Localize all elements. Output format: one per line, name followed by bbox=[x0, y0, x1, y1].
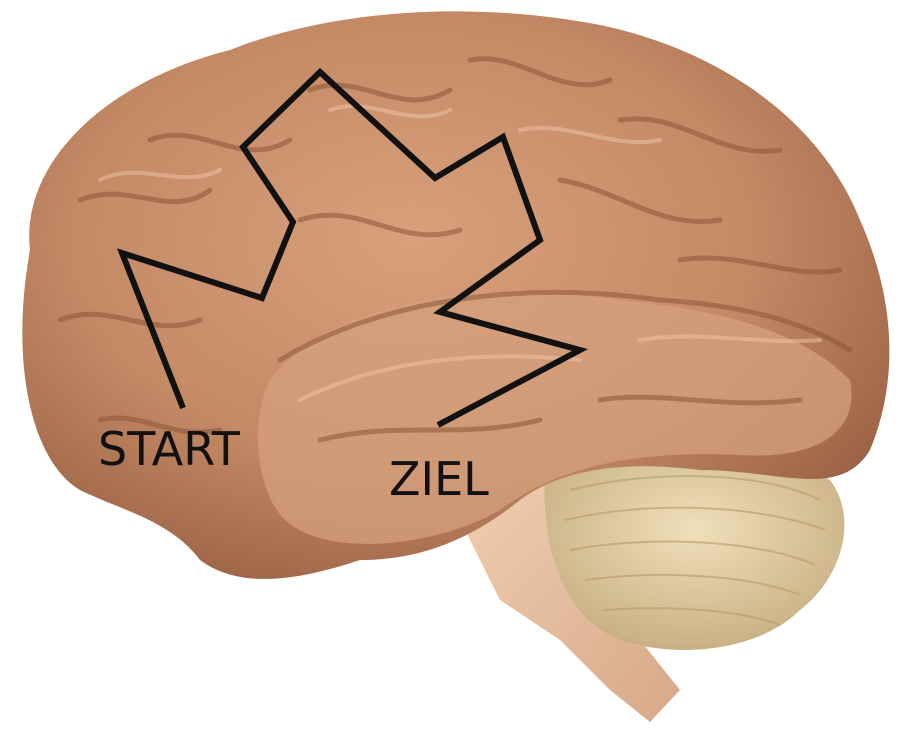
route-path bbox=[116, 67, 589, 428]
goal-label: ZIEL bbox=[389, 452, 489, 506]
brainstem bbox=[455, 480, 680, 722]
cerebellum bbox=[544, 448, 845, 650]
temporal-lobe bbox=[258, 292, 852, 544]
start-label: START bbox=[98, 422, 241, 476]
